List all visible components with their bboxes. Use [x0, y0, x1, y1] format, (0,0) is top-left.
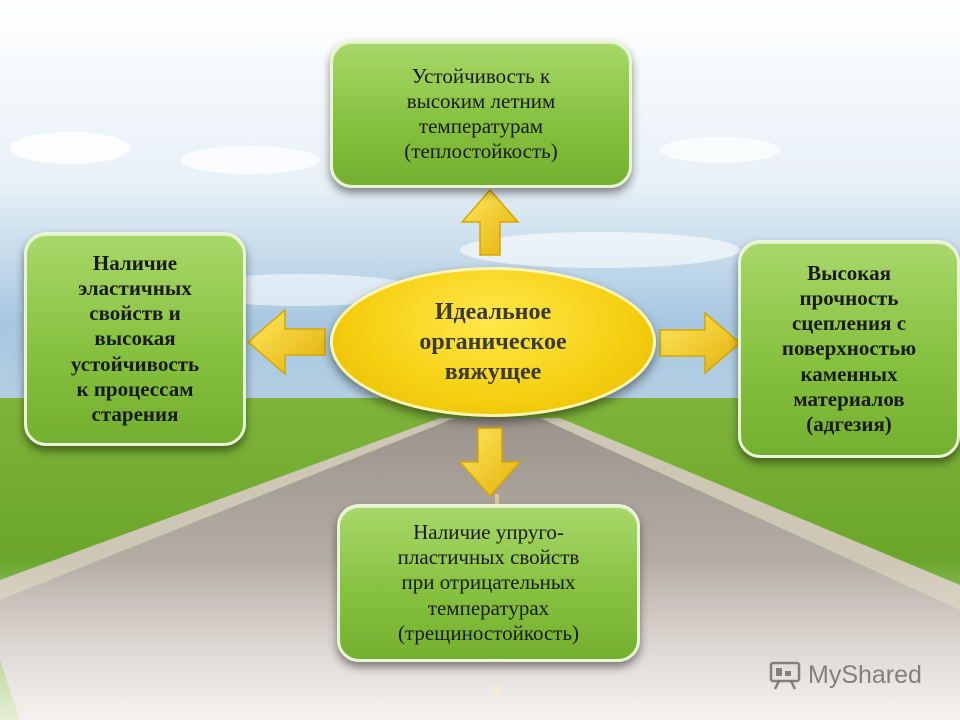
arrow-down-icon	[458, 427, 522, 498]
watermark: MyShared	[768, 655, 922, 695]
arrow-up-icon	[460, 188, 520, 256]
crack-resistance-box: Наличие упруго- пластичных свойств при о…	[337, 504, 640, 662]
arrow-left-icon	[246, 308, 326, 376]
presentation-board-icon	[769, 661, 801, 690]
heat-resistance-box: Устойчивость к высоким летним температур…	[330, 40, 632, 188]
adhesion-box: Высокая прочность сцепления с поверхност…	[738, 240, 960, 458]
ideal-binder-center-ellipse: Идеальное органическое вяжущее	[330, 267, 656, 417]
watermark-text: MyShared	[808, 660, 922, 689]
elasticity-aging-box: Наличие эластичных свойств и высокая уст…	[24, 232, 246, 446]
arrow-right-icon	[659, 311, 742, 375]
